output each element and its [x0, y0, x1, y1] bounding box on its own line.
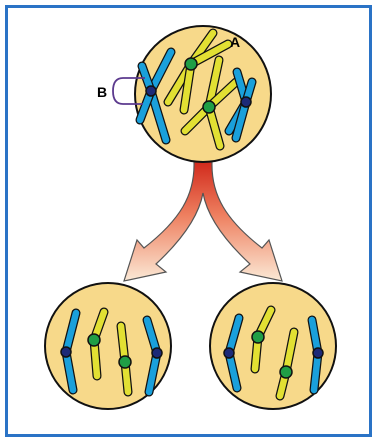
centromere-green: [185, 58, 197, 70]
centromere-green: [119, 356, 131, 368]
label-a: A: [230, 34, 240, 50]
centromere-navy: [61, 347, 71, 357]
division-arrow: [124, 162, 282, 281]
centromere-navy: [146, 86, 156, 96]
centromere-green: [88, 334, 100, 346]
centromere-navy: [241, 97, 251, 107]
centromere-green: [280, 366, 292, 378]
centromere-navy: [224, 348, 234, 358]
centromere-navy: [152, 348, 162, 358]
label-b: B: [97, 84, 107, 100]
daughter-cell-right: [210, 283, 336, 409]
parent-cell: [113, 26, 271, 162]
centromere-green: [252, 331, 264, 343]
centromere-green: [203, 101, 215, 113]
daughter-cell-left: [45, 283, 171, 409]
centromere-navy: [313, 348, 323, 358]
